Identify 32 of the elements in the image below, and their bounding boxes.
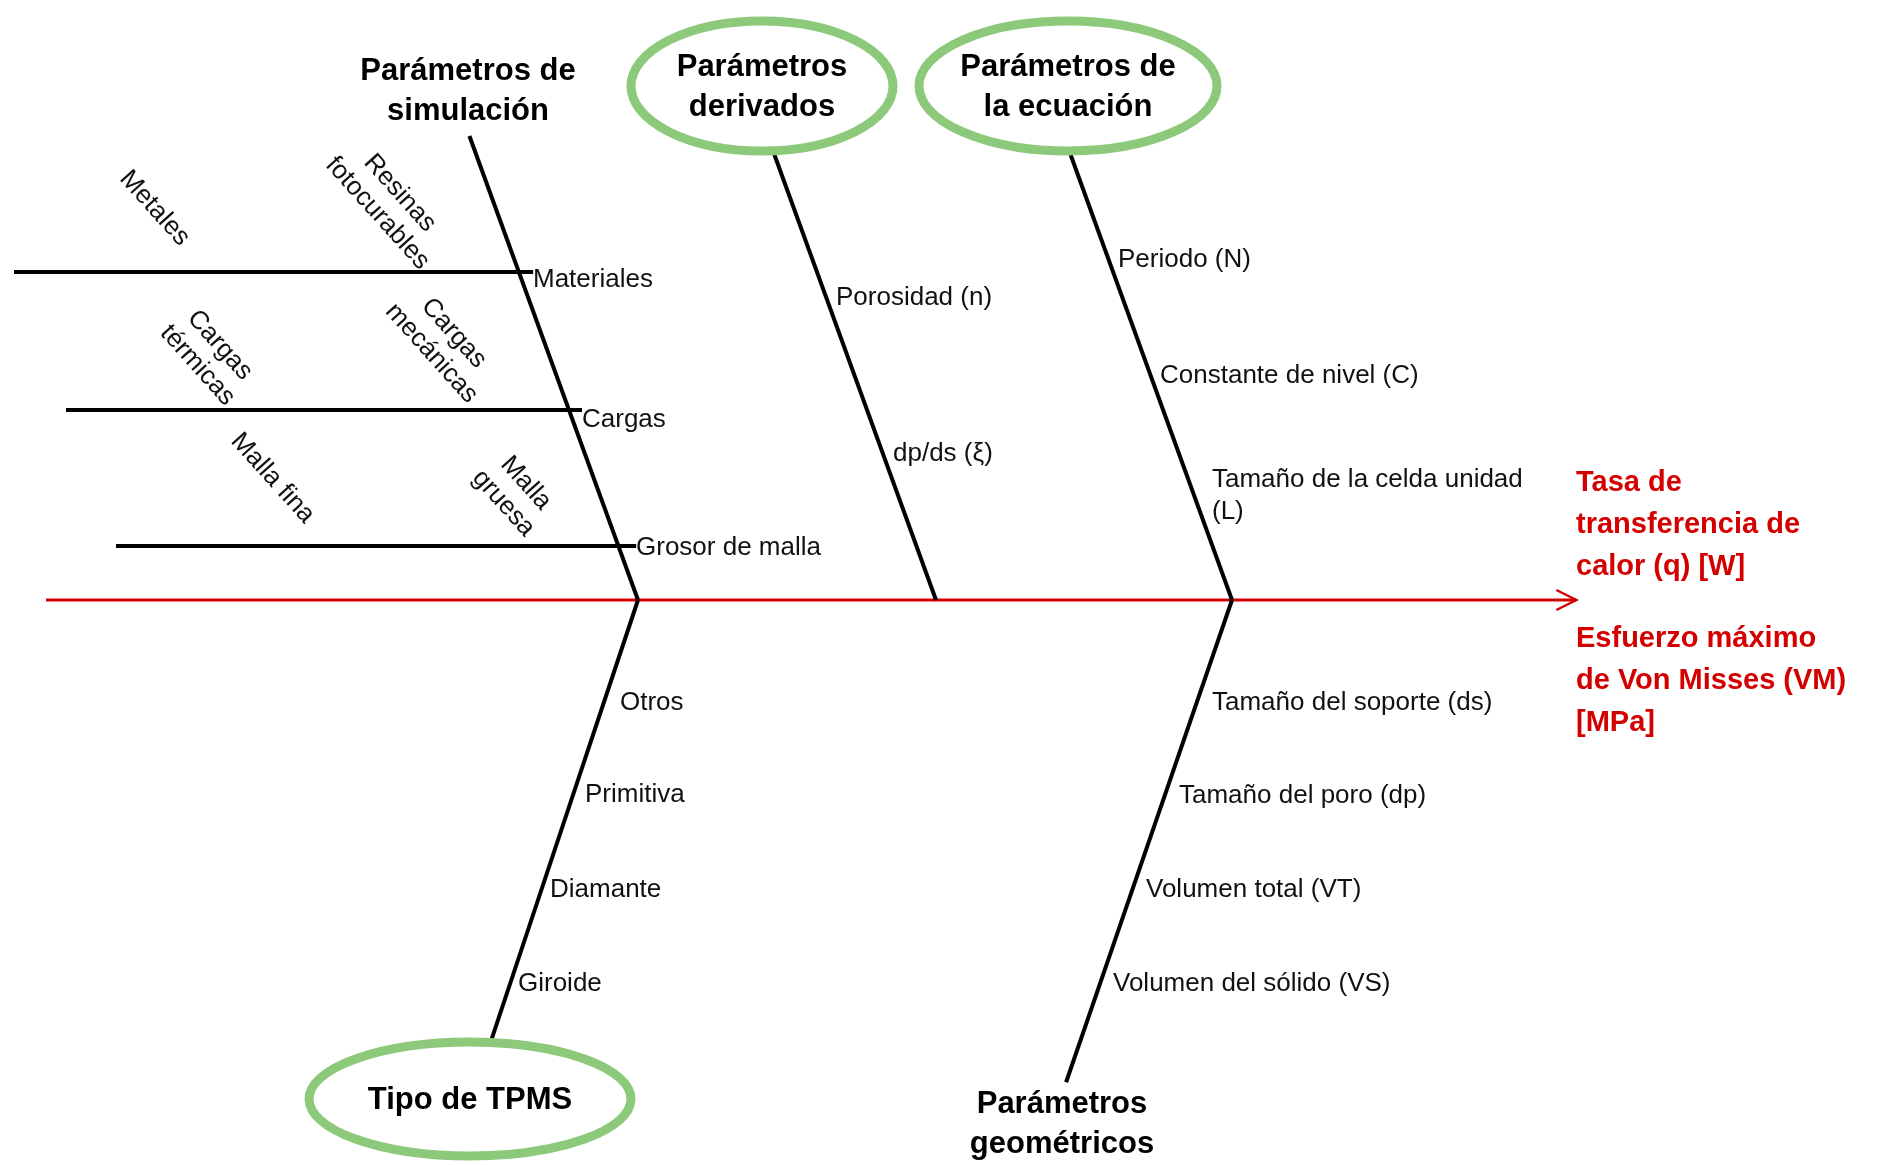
category-label: Parámetros geométricos [968,1084,1156,1162]
bone-line [116,544,637,548]
bone-line [772,153,938,601]
bone-line [489,599,640,1040]
cause-label: Otros [620,685,684,717]
cause-label: Giroide [518,966,602,998]
cause-label: Constante de nivel (C) [1160,358,1419,390]
category-label: Parámetros de simulación [359,51,577,129]
cause-label: Cargas [582,403,666,433]
effect-label: Tasa de transferencia de calor (q) [W] [1576,464,1802,583]
cause-label: dp/ds (ξ) [893,436,993,468]
bone-line [1068,154,1234,601]
category-label: Tipo de TPMS [366,1080,574,1118]
category-label: Parámetros derivados [675,47,849,125]
bone-line [1064,599,1234,1083]
cause-label: Grosor de malla [636,531,821,561]
cause-label: Materiales [533,263,653,293]
cause-label: Volumen del sólido (VS) [1113,966,1391,998]
cause-label: Periodo (N) [1118,242,1251,274]
cause-label: Primitiva [585,777,685,809]
category-label: Parámetros de la ecuación [959,47,1177,125]
bone-line [66,408,582,412]
bone-line [14,270,534,274]
cause-label: Tamaño del soporte (ds) [1212,685,1493,717]
cause-label: Tamaño del poro (dp) [1179,778,1427,810]
cause-label: Tamaño de la celda unidad (L) [1212,462,1524,526]
effect-label: Esfuerzo máximo de Von Misses (VM) [MPa] [1576,620,1848,739]
cause-label: Diamante [550,872,662,904]
bone-line [467,135,640,601]
arrow [46,588,1578,612]
cause-label: Porosidad (n) [836,280,993,312]
cause-label: Volumen total (VT) [1146,872,1362,904]
